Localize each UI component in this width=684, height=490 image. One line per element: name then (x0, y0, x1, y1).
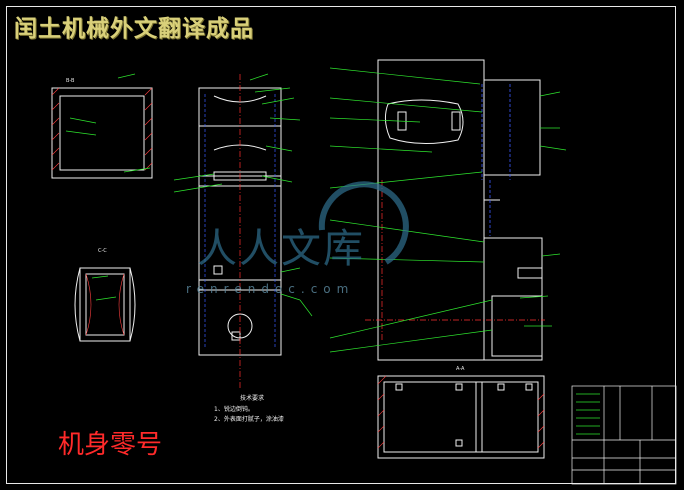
mid-left-leaders (91, 275, 117, 301)
view-label-bb: B-B (66, 78, 75, 84)
bottom-hatch (377, 375, 545, 449)
header-title: 闰土机械外文翻译成品 (14, 16, 254, 42)
bottom-section-view (377, 375, 545, 459)
tech-note-2: 2、外表面打腻子，涂油漆 (214, 416, 284, 423)
middle-leaders (173, 73, 313, 317)
tech-note-1: 1、锐边倒钝。 (214, 406, 254, 413)
right-hidden-lines (481, 84, 511, 236)
view-label-aa: A-A (456, 366, 465, 372)
watermark-logo (318, 181, 409, 265)
right-centerline (365, 180, 545, 340)
watermark-url: renrendoc.com (186, 282, 355, 296)
mid-left-section-view (74, 267, 136, 342)
watermark-text: 人人文库 (197, 226, 365, 272)
view-label-cc: C-C (98, 248, 107, 254)
top-left-section-view (51, 87, 153, 179)
top-left-leaders (65, 73, 151, 173)
right-leaders (329, 67, 567, 353)
title-block (571, 385, 677, 485)
part-label: 机身零号 (58, 430, 163, 460)
drawing-frame (6, 6, 676, 484)
tech-notes-title: 技术要求 (240, 395, 265, 402)
middle-hidden-lines (204, 94, 276, 348)
